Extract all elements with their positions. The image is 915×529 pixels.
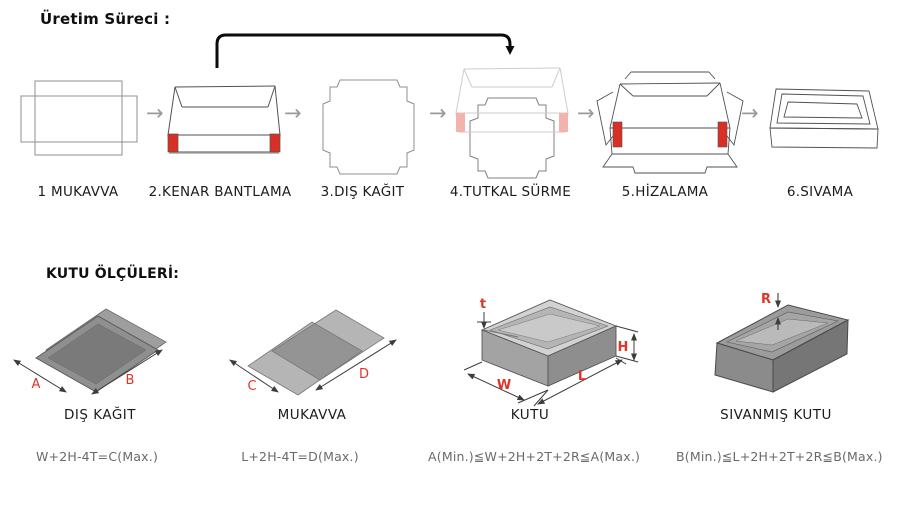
dis-kagit-sheet-diagram: A B <box>13 308 167 395</box>
step-label-tutkal-surme: 4.TUTKAL SÜRME <box>449 184 572 200</box>
dim-label-h: H <box>618 340 629 355</box>
step-arrow-icon: → <box>429 101 447 125</box>
dim-label-l: L <box>578 369 586 384</box>
step-arrow-icon: → <box>741 101 759 125</box>
dim-label-d: D <box>359 367 369 382</box>
dim-fig-label-dis-kagit: DIŞ KAĞIT <box>63 407 137 423</box>
dim-label-a: A <box>32 377 41 392</box>
step-label-hizalama: 5.HİZALAMA <box>621 184 709 200</box>
dis-kagit-diagram <box>322 79 415 175</box>
step-arrow-icon: → <box>146 101 164 125</box>
mukavva-cross-diagram: C D <box>229 309 397 396</box>
flow-arrow-icon <box>215 33 515 68</box>
tape-red-right <box>269 133 281 153</box>
dim-label-r: R <box>761 292 771 307</box>
step-label-kenar-bantlama: 2.KENAR BANTLAMA <box>148 184 292 200</box>
sivanmis-kutu-diagram: R <box>714 292 850 393</box>
step-label-dis-kagit: 3.DIŞ KAĞIT <box>320 184 405 200</box>
mukavva-flat-diagram <box>20 80 138 156</box>
dim-fig-label-kutu: KUTU <box>510 407 550 423</box>
dim-label-b: B <box>126 373 135 388</box>
hizalama-diagram <box>596 71 744 174</box>
step-arrow-icon: → <box>577 101 595 125</box>
sivama-diagram <box>769 88 879 149</box>
step-arrow-icon: → <box>284 101 302 125</box>
tape-red-right <box>717 121 728 148</box>
formula-mukavva: L+2H-4T=D(Max.) <box>241 449 359 464</box>
tutkal-surme-diagram <box>455 67 569 179</box>
page-title: Üretim Süreci : <box>40 10 171 28</box>
step-label-mukavva: 1 MUKAVVA <box>37 184 119 200</box>
dim-label-c: C <box>247 379 256 394</box>
dimensions-section-title: KUTU ÖLÇÜLERİ: <box>46 266 180 282</box>
step-label-sivama: 6.SIVAMA <box>786 184 854 200</box>
tape-pink-left <box>456 113 465 132</box>
dim-label-w: W <box>497 378 511 393</box>
dim-fig-label-sivanmis-kutu: SIVANMIŞ KUTU <box>720 407 832 423</box>
tape-red-left <box>612 121 623 148</box>
tape-pink-right <box>559 113 568 132</box>
formula-dis-kagit: W+2H-4T=C(Max.) <box>35 449 159 464</box>
dim-fig-label-mukavva: MUKAVVA <box>277 407 347 423</box>
dim-label-t: t <box>480 297 486 312</box>
kutu-diagram: W L H t <box>463 297 639 407</box>
formula-sivanmis-kutu: B(Min.)≦L+2H+2T+2R≦B(Max.) <box>676 449 883 464</box>
formula-kutu: A(Min.)≦W+2H+2T+2R≦A(Max.) <box>428 449 641 464</box>
tape-red-left <box>167 133 179 153</box>
kenar-bantlama-diagram <box>167 85 281 154</box>
